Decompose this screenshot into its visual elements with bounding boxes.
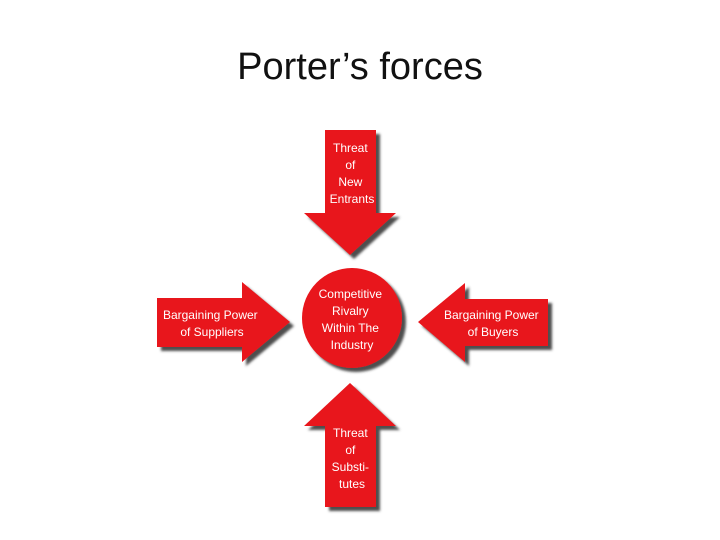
right-arrow-shape (418, 283, 548, 362)
slide-title: Porter’s forces (237, 46, 483, 88)
left-arrow-shape (157, 282, 290, 362)
bottom-arrow: Threat of Substi- tutes (304, 383, 396, 507)
bottom-arrow-label: Threat of Substi- tutes (332, 426, 373, 491)
center-line-2: Rivalry (332, 304, 369, 318)
bottom-arrow-line-4: tutes (339, 477, 365, 491)
right-arrow-line-1: Bargaining Power (444, 308, 539, 322)
center-line-1: Competitive (319, 287, 383, 301)
top-arrow-line-2: of (345, 158, 356, 172)
top-arrow: Threat of New Entrants (304, 130, 396, 255)
top-arrow-line-3: New (338, 175, 362, 189)
top-arrow-line-4: Entrants (330, 192, 375, 206)
left-arrow: Bargaining Power of Suppliers (157, 282, 290, 362)
right-arrow-line-2: of Buyers (468, 325, 519, 339)
top-arrow-label: Threat of New Entrants (330, 141, 375, 206)
bottom-arrow-line-2: of (345, 443, 356, 457)
center-line-4: Industry (331, 338, 374, 352)
bottom-arrow-shape (304, 383, 396, 507)
left-arrow-label: Bargaining Power of Suppliers (163, 308, 261, 339)
center-circle: Competitive Rivalry Within The Industry (302, 268, 402, 368)
bottom-arrow-line-3: Substi- (332, 460, 369, 474)
top-arrow-line-1: Threat (333, 141, 368, 155)
right-arrow-label: Bargaining Power of Buyers (444, 308, 542, 339)
top-arrow-shape (304, 130, 396, 255)
left-arrow-line-2: of Suppliers (180, 325, 243, 339)
center-circle-label: Competitive Rivalry Within The Industry (319, 287, 386, 352)
center-circle-shape (302, 268, 402, 368)
bottom-arrow-line-1: Threat (333, 426, 368, 440)
left-arrow-line-1: Bargaining Power (163, 308, 258, 322)
right-arrow: Bargaining Power of Buyers (418, 283, 548, 362)
center-line-3: Within The (322, 321, 379, 335)
